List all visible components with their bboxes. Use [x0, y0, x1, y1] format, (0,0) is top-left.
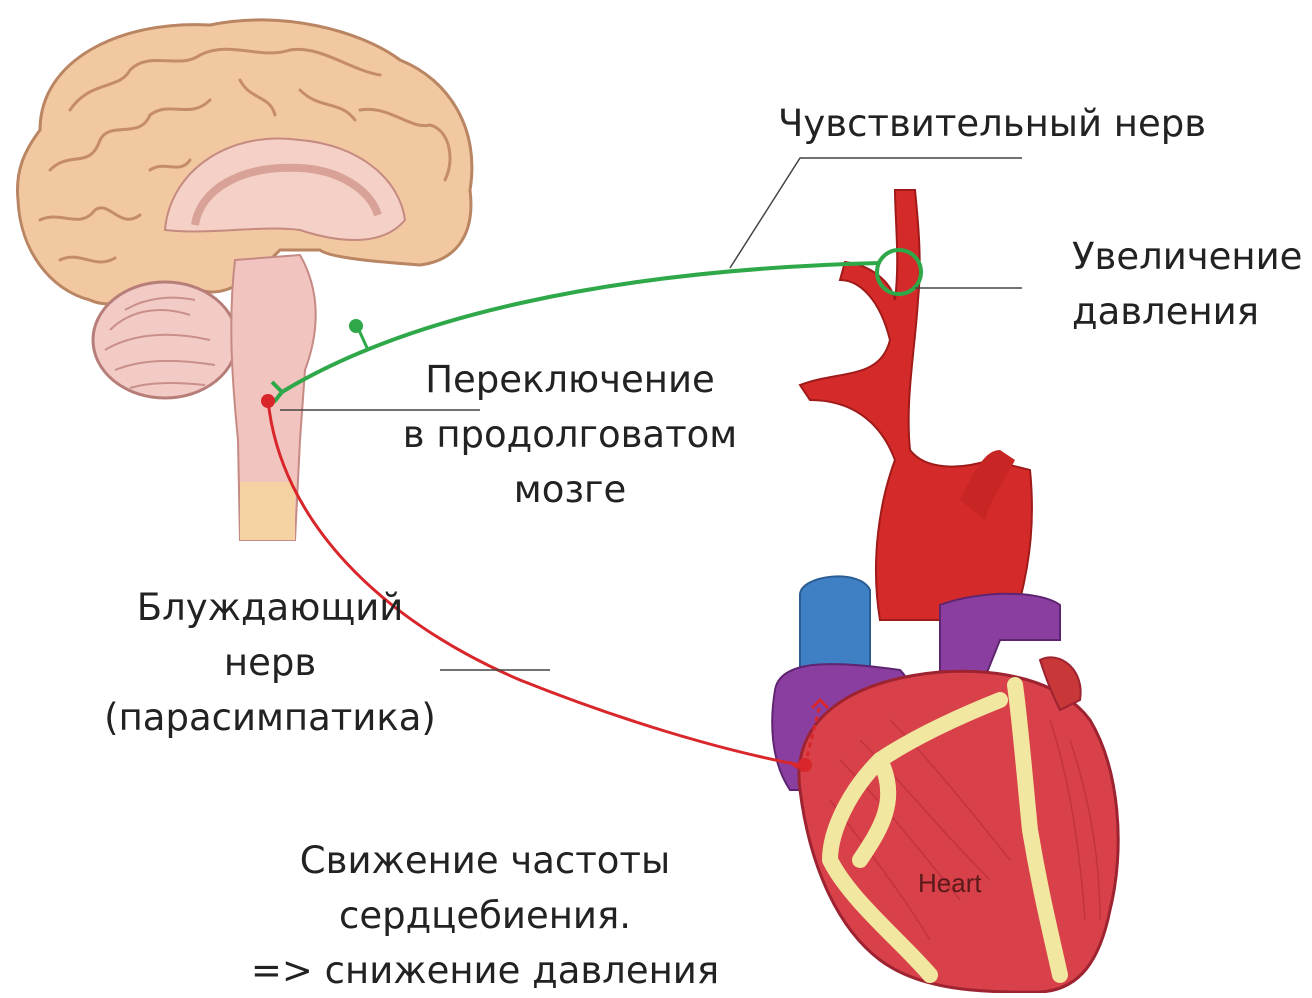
aorta	[800, 190, 1032, 620]
label-switch-line-3: мозге	[390, 462, 750, 517]
heart-illustration: Heart	[772, 190, 1118, 992]
leader-sensory	[730, 158, 1022, 268]
spinal-cord	[240, 482, 295, 540]
label-vagus-line-2: нерв	[90, 635, 450, 690]
label-switch-line-1: Переключение	[390, 352, 750, 407]
label-result: Свижение частоты сердцебиения. => снижен…	[250, 833, 720, 998]
label-result-line-1: Свижение частоты	[250, 833, 720, 888]
vagus-nucleus	[261, 394, 275, 408]
label-sensory-nerve: Чувствительный нерв	[778, 96, 1206, 151]
label-vagus-line-1: Блуждающий	[90, 580, 450, 635]
label-result-line-3: => снижение давления	[250, 943, 720, 998]
label-pressure-line-2: давления	[1072, 284, 1302, 339]
sensory-ganglion	[349, 319, 363, 333]
label-vagus-nerve: Блуждающий нерв (парасимпатика)	[90, 580, 450, 745]
heart-caption: Heart	[918, 868, 982, 898]
label-medulla-switching: Переключение в продолговатом мозге	[390, 352, 750, 517]
cerebellum	[93, 282, 237, 398]
label-vagus-line-3: (парасимпатика)	[90, 690, 450, 745]
label-switch-line-2: в продолговатом	[390, 407, 750, 462]
label-sensory-nerve-text: Чувствительный нерв	[778, 96, 1206, 151]
label-pressure-line-1: Увеличение	[1072, 229, 1302, 284]
label-result-line-2: сердцебиения.	[250, 888, 720, 943]
label-pressure-increase: Увеличение давления	[1072, 229, 1302, 339]
